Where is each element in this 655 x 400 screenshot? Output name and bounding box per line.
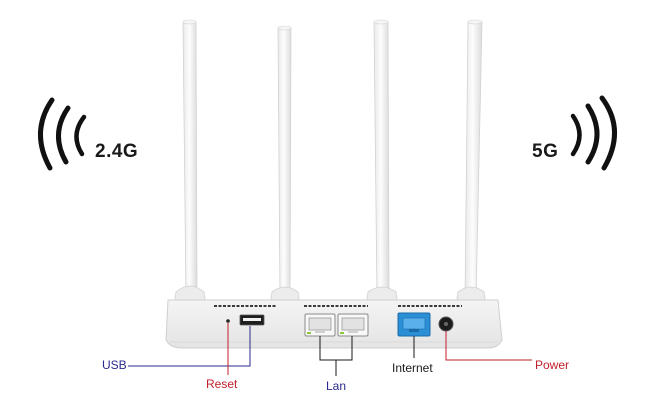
wifi-signal-left-icon [38, 97, 87, 171]
lan-port-1 [304, 313, 336, 337]
lan-label: Lan [326, 379, 347, 393]
usb-label: USB [102, 358, 127, 372]
band-label-5g: 5G [532, 141, 559, 162]
callout-lines [128, 323, 532, 376]
antenna-4 [464, 19, 483, 301]
usb-port [239, 314, 265, 326]
usb-callout-line [128, 326, 251, 367]
power-jack [438, 316, 454, 332]
power-label: Power [535, 358, 570, 372]
band-label-2-4g: 2.4G [95, 141, 139, 162]
antenna-2 [277, 25, 292, 301]
reset-label: Reset [206, 377, 238, 391]
power-callout-line [445, 331, 532, 361]
antenna-1 [182, 19, 198, 301]
internet-port [397, 312, 431, 337]
internet-label: Internet [392, 361, 433, 375]
antenna-3 [373, 19, 390, 301]
reset-pinhole [226, 319, 230, 323]
lan-port-2 [337, 313, 369, 337]
wifi-signal-right-icon [570, 95, 617, 171]
